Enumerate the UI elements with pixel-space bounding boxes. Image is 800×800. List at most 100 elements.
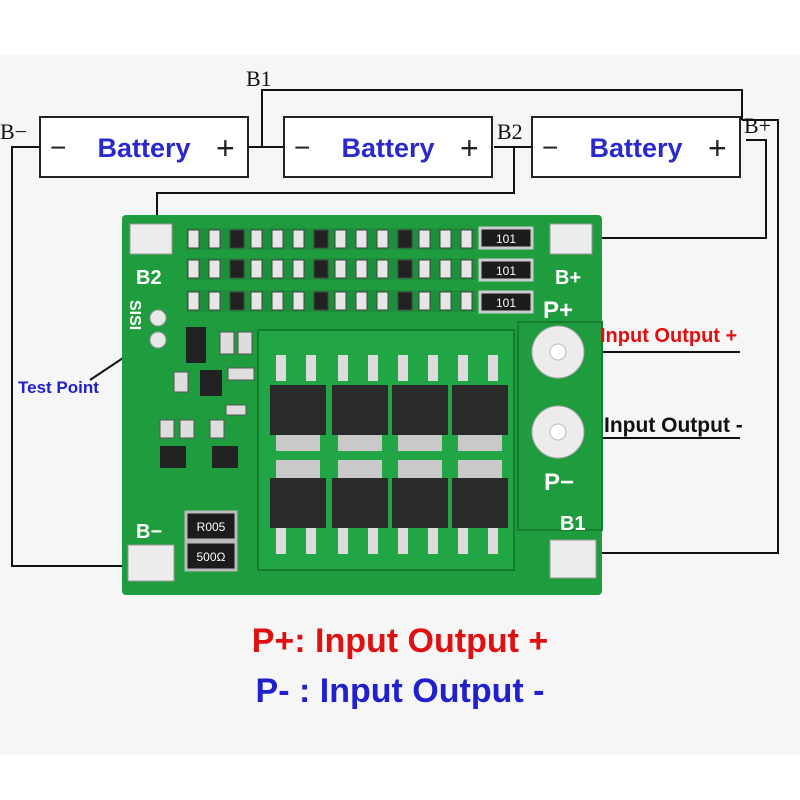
test-point-1[interactable] bbox=[149, 309, 167, 327]
mosfet-pin bbox=[368, 528, 378, 554]
wire-b-minus bbox=[11, 146, 128, 567]
resistor-101-3: 101 bbox=[478, 290, 534, 314]
caption-p-minus: P- : Input Output - bbox=[255, 672, 545, 710]
smd-part bbox=[418, 229, 431, 249]
smd-part bbox=[250, 259, 263, 279]
pad-b-minus[interactable] bbox=[127, 544, 175, 582]
label-b1: B1 bbox=[246, 66, 272, 91]
board-label-b-plus: B+ bbox=[555, 267, 581, 289]
smd-part bbox=[250, 291, 263, 311]
ic-chip bbox=[397, 291, 413, 311]
smd-part bbox=[208, 259, 221, 279]
mosfet-pin bbox=[458, 528, 468, 554]
smd-part bbox=[187, 259, 200, 279]
mosfet-1-2 bbox=[332, 355, 388, 451]
pad-hole bbox=[549, 343, 567, 361]
smd-part bbox=[460, 229, 473, 249]
mosfet-2-2 bbox=[332, 460, 388, 554]
ic-chip bbox=[160, 446, 186, 468]
battery-icon bbox=[39, 116, 249, 178]
battery-minus: − bbox=[542, 132, 558, 163]
battery-label: Battery bbox=[589, 133, 682, 163]
mosfet-1-4 bbox=[452, 355, 508, 451]
pad-b2[interactable] bbox=[129, 223, 173, 255]
smd-component-rows bbox=[186, 228, 476, 312]
pad-p-minus[interactable] bbox=[531, 405, 585, 459]
smd-part bbox=[271, 229, 284, 249]
smd-part bbox=[227, 367, 255, 381]
smd-part bbox=[334, 291, 347, 311]
mosfet-pin bbox=[306, 355, 316, 381]
solder-pad-icon bbox=[129, 223, 173, 255]
mosfet-2-4 bbox=[452, 460, 508, 554]
mosfet-1-3 bbox=[392, 355, 448, 451]
ic-chip bbox=[313, 229, 329, 249]
smd-part bbox=[292, 229, 305, 249]
label-b-plus: B+ bbox=[744, 113, 771, 138]
battery-icon bbox=[531, 116, 741, 178]
annotation-test-point: Test Point bbox=[18, 378, 99, 397]
annotation-input-output-plus: Input Output + bbox=[600, 325, 737, 347]
pad-p-plus[interactable] bbox=[531, 325, 585, 379]
resistor-code: 101 bbox=[496, 232, 516, 246]
smd-part bbox=[376, 259, 389, 279]
smd-part bbox=[208, 229, 221, 249]
ic-chip bbox=[397, 259, 413, 279]
battery-minus: − bbox=[294, 132, 310, 163]
mosfet-tab bbox=[458, 460, 502, 480]
battery-icon bbox=[283, 116, 493, 178]
resistor-icon bbox=[184, 510, 238, 542]
smd-part bbox=[208, 291, 221, 311]
pad-b-plus[interactable] bbox=[549, 223, 593, 255]
smd-part bbox=[355, 291, 368, 311]
mosfet-icon bbox=[392, 478, 448, 528]
battery-label: Battery bbox=[97, 133, 190, 163]
mosfet-array bbox=[270, 355, 508, 554]
label-b-minus: B− bbox=[0, 119, 27, 144]
mosfet-tab bbox=[276, 460, 320, 480]
pad-b1[interactable] bbox=[549, 539, 597, 579]
mosfet-icon bbox=[332, 385, 388, 435]
mosfet-pin bbox=[368, 355, 378, 381]
smd-part bbox=[439, 291, 452, 311]
mosfet-tab bbox=[276, 431, 320, 451]
mosfet-pin bbox=[488, 355, 498, 381]
ic-chip bbox=[313, 259, 329, 279]
smd-part bbox=[159, 419, 175, 439]
smd-part bbox=[460, 291, 473, 311]
board-label-b-minus: B− bbox=[136, 521, 162, 543]
resistor-code: 101 bbox=[496, 296, 516, 310]
smd-part bbox=[271, 291, 284, 311]
wire-b1 bbox=[249, 89, 743, 148]
smd-part bbox=[271, 259, 284, 279]
test-point-2[interactable] bbox=[149, 331, 167, 349]
caption-p-plus: P+: Input Output + bbox=[251, 622, 549, 660]
smd-part bbox=[179, 419, 195, 439]
smd-part bbox=[334, 259, 347, 279]
ic-chip bbox=[313, 291, 329, 311]
mosfet-icon bbox=[332, 478, 388, 528]
smd-part bbox=[187, 291, 200, 311]
pad-hole bbox=[549, 423, 567, 441]
shunt-resistor-r005: R005 bbox=[184, 510, 238, 542]
mosfet-tab bbox=[458, 431, 502, 451]
battery-plus: + bbox=[708, 130, 727, 166]
smd-part bbox=[292, 259, 305, 279]
battery-3: − Battery + bbox=[531, 116, 741, 178]
ic-chip bbox=[229, 291, 245, 311]
resistor-icon bbox=[184, 540, 238, 572]
mosfet-pin bbox=[398, 355, 408, 381]
mosfet-2-3 bbox=[392, 460, 448, 554]
battery-plus: + bbox=[460, 130, 479, 166]
resistor-code: 500Ω bbox=[197, 550, 226, 564]
mosfet-pin bbox=[306, 528, 316, 554]
solder-pad-icon bbox=[127, 544, 175, 582]
resistor-101-1: 101 bbox=[478, 226, 534, 250]
mosfet-pin bbox=[338, 528, 348, 554]
smd-part bbox=[209, 419, 225, 439]
mosfet-tab bbox=[338, 431, 382, 451]
solder-pad-icon bbox=[549, 223, 593, 255]
